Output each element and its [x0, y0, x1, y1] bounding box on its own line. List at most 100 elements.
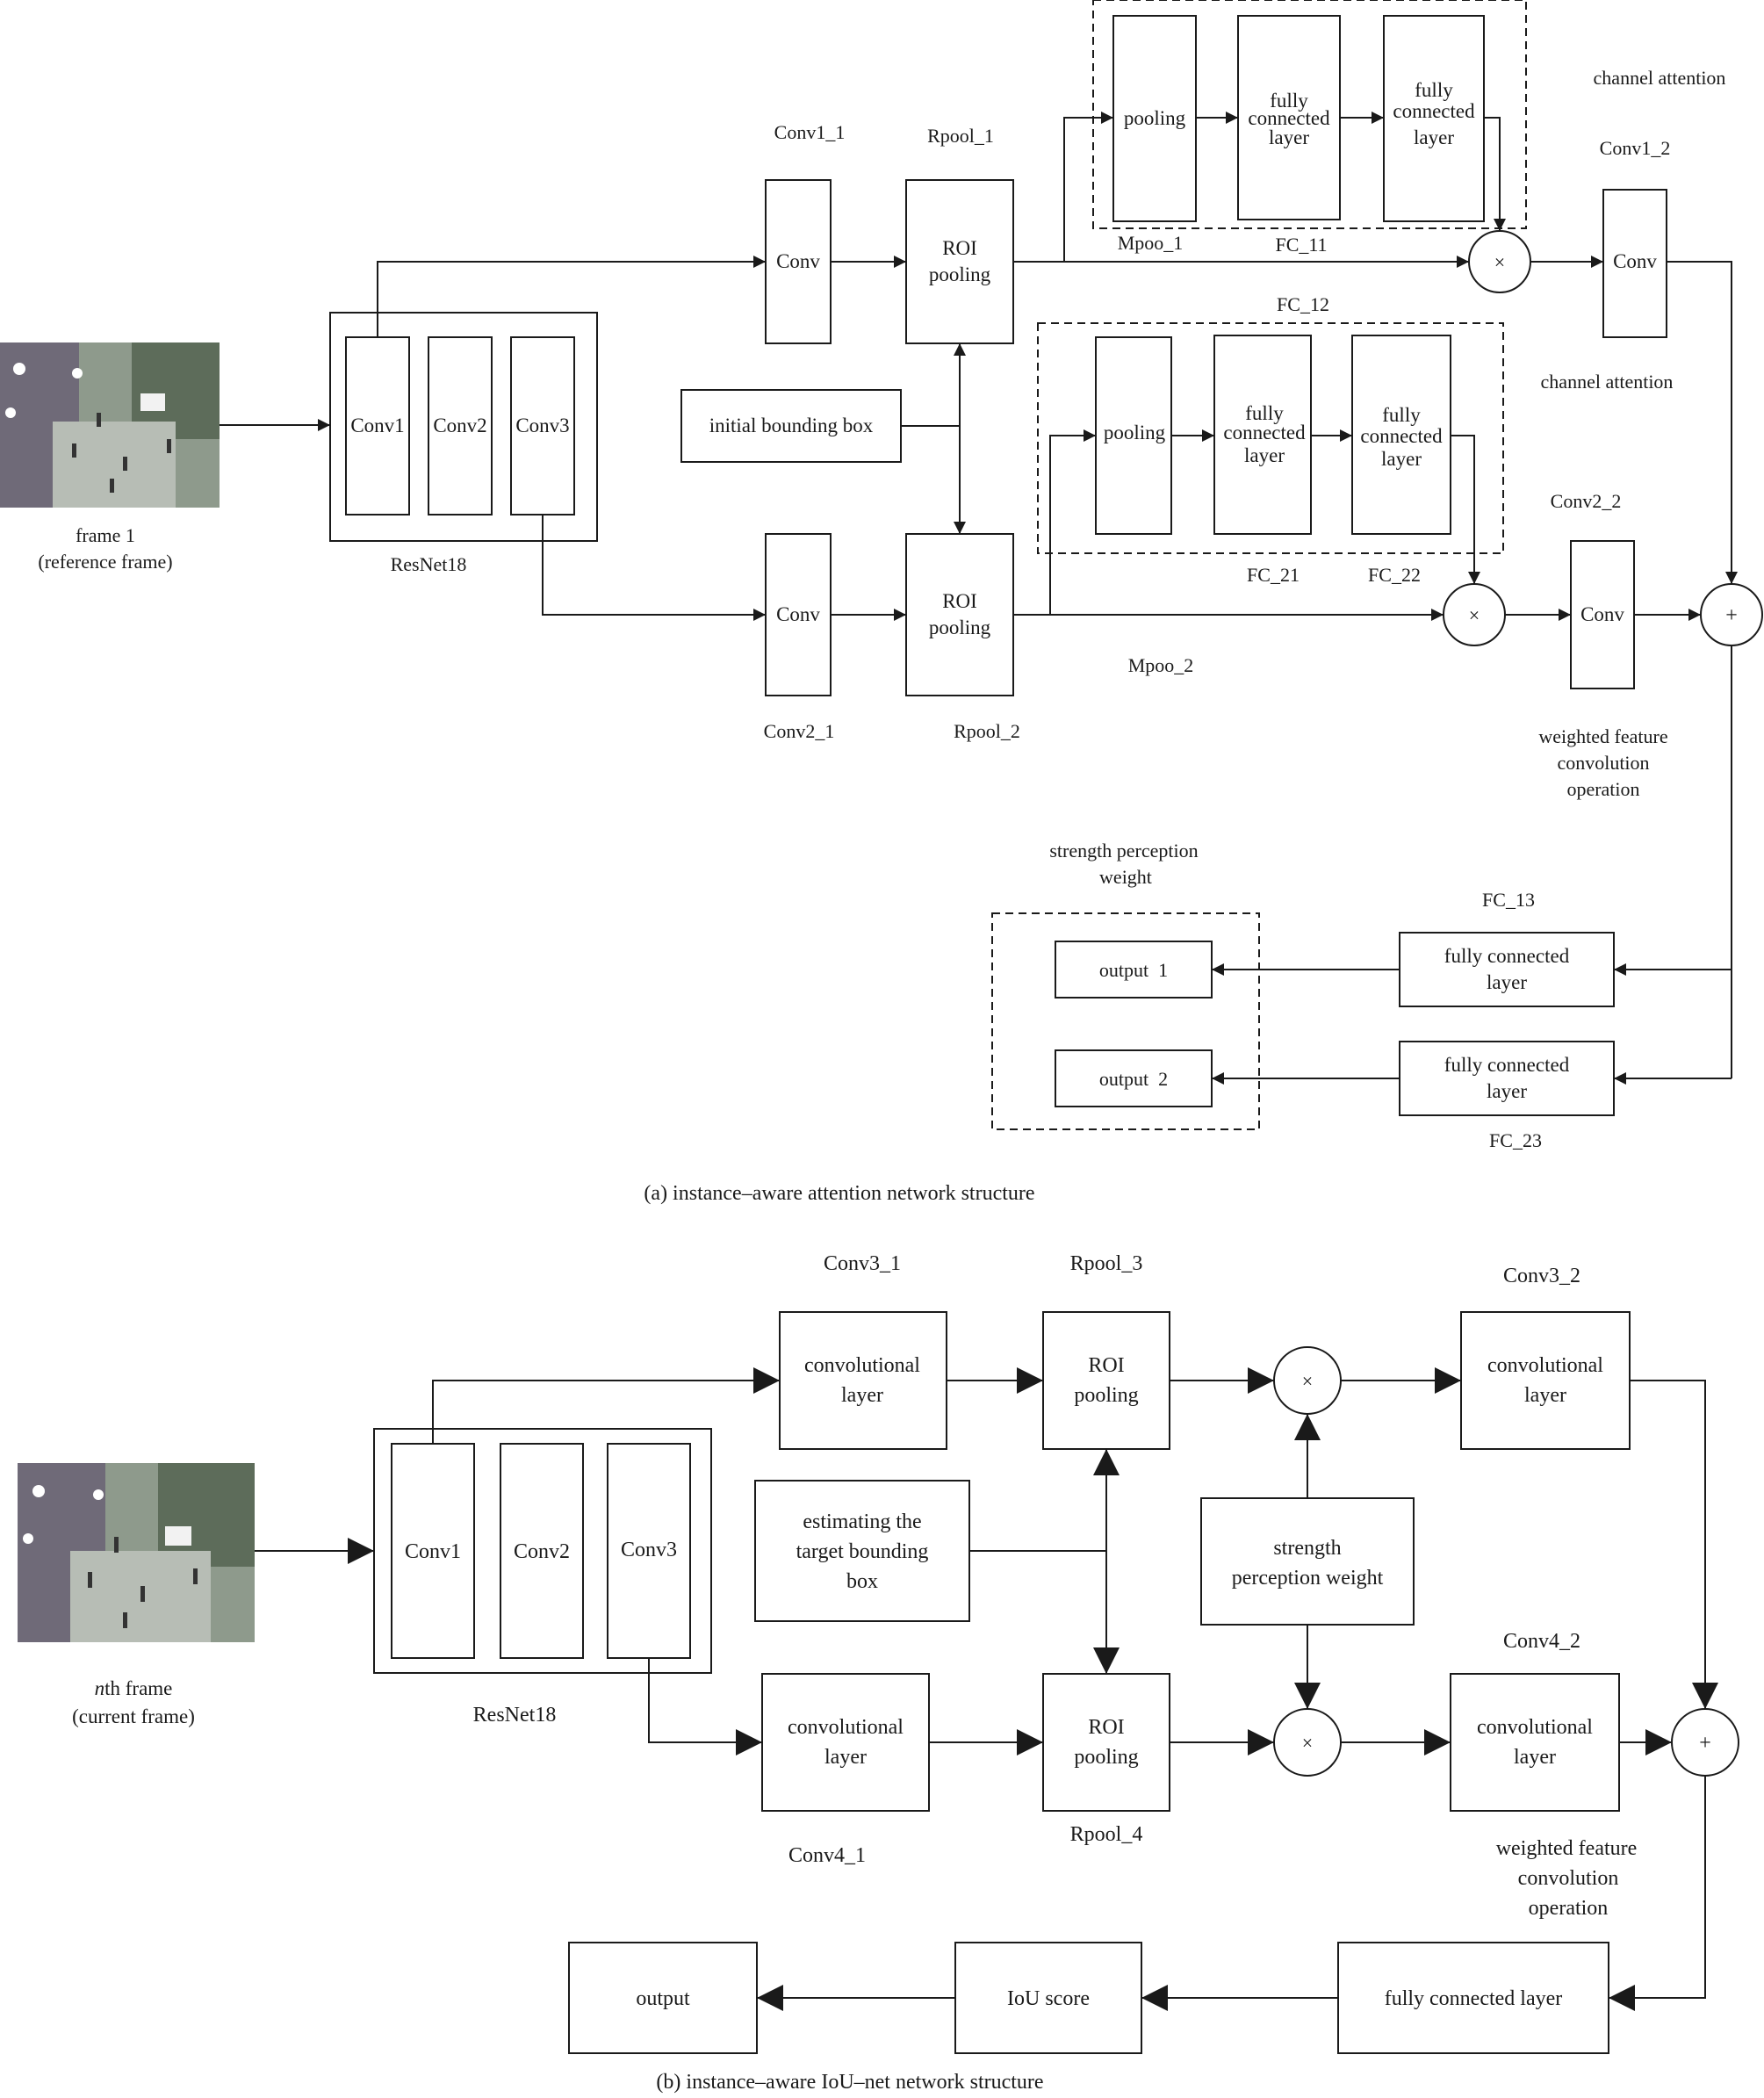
output-label: output — [636, 1987, 690, 2010]
conv1-1-box — [765, 179, 832, 344]
channel-attention-1-caption: channel attention — [1594, 67, 1726, 89]
nth-frame-rest: th frame — [104, 1677, 172, 1699]
strength-perception-weight-box — [1200, 1497, 1415, 1626]
part-a-caption: (a) instance–aware attention network str… — [644, 1182, 1034, 1205]
rpool-4-box — [1042, 1673, 1170, 1812]
fc-22-line1: fully — [1382, 404, 1421, 426]
part-a-connectors — [220, 112, 1738, 1085]
resnet18-label: ResNet18 — [391, 553, 467, 575]
resnet-conv3-block — [607, 1443, 691, 1659]
conv2-1-text: Conv — [776, 603, 820, 625]
mpool-2-box — [1095, 336, 1172, 535]
fc-11-line1: fully — [1270, 90, 1308, 112]
nth-frame-label-line1: nth frame — [95, 1677, 173, 1699]
rpool-1-line1: ROI — [942, 237, 977, 259]
conv3-1-line2: layer — [841, 1384, 883, 1407]
fc-23-box — [1399, 1041, 1615, 1116]
part-b-diagram: nth frame (current frame) Conv1 Conv2 Co… — [18, 1252, 1739, 2094]
fc-21-line2: connected — [1223, 422, 1306, 443]
rpool-3-line2: pooling — [1074, 1384, 1138, 1407]
street-scene-photo-icon — [18, 1463, 255, 1642]
fc-12-line1: fully — [1415, 79, 1453, 101]
fc-11-line3: layer — [1269, 126, 1309, 148]
strength-weight-output-group — [991, 912, 1260, 1130]
conv4-1-label: Conv4_1 — [788, 1844, 866, 1867]
fc-12-line2: connected — [1393, 100, 1475, 122]
iou-score-label: IoU score — [1007, 1987, 1090, 2010]
conv3-1-label: Conv3_1 — [824, 1252, 901, 1275]
fc-21-label: FC_21 — [1247, 564, 1300, 586]
rpool-1-label: Rpool_1 — [927, 125, 994, 147]
multiply-icon-glyph: × — [1494, 251, 1505, 273]
part-b-caption: (b) instance–aware IoU–net network struc… — [656, 2071, 1043, 2094]
add-icon-glyph: + — [1699, 1732, 1711, 1755]
mpool-2-text: pooling — [1104, 422, 1166, 443]
rpool-4-line2: pooling — [1074, 1746, 1138, 1769]
rpool-3-box — [1042, 1311, 1170, 1450]
conv2-1-label: Conv2_1 — [764, 720, 835, 742]
resnet-conv1-block — [391, 1443, 475, 1659]
part-a-diagram: frame 1 (reference frame) Conv1 Conv2 Co… — [0, 0, 1763, 1205]
resnet-conv1-label: Conv1 — [350, 415, 404, 436]
output-box — [568, 1942, 758, 2054]
fc-22-line3: layer — [1381, 448, 1422, 470]
rpool-1-line2: pooling — [929, 263, 991, 285]
output-2-box — [1055, 1049, 1213, 1107]
fc-12-label: FC_12 — [1277, 293, 1329, 315]
conv3-1-line1: convolutional — [804, 1354, 920, 1377]
fc-13-label: FC_13 — [1482, 889, 1535, 911]
rpool-2-box — [905, 533, 1014, 696]
channel-attention-group-2 — [1037, 322, 1504, 554]
rpool-4-label: Rpool_4 — [1070, 1823, 1143, 1846]
part-b-connectors — [255, 1367, 1718, 2011]
weighted-feature-note-line2: convolution — [1557, 752, 1649, 774]
resnet-conv2-label: Conv2 — [433, 415, 486, 436]
weighted-feature-note-line2: convolution — [1518, 1867, 1619, 1890]
conv4-2-label: Conv4_2 — [1503, 1630, 1580, 1653]
resnet-conv3-label: Conv3 — [515, 415, 569, 436]
output-1-box — [1055, 941, 1213, 999]
conv4-2-box — [1450, 1673, 1620, 1812]
conv2-2-text: Conv — [1580, 603, 1624, 625]
channel-attention-2-caption: channel attention — [1541, 371, 1674, 393]
weighted-feature-note-line3: operation — [1566, 778, 1639, 800]
fc-21-line3: layer — [1244, 444, 1285, 466]
mpool-1-label: Mpoo_1 — [1118, 232, 1184, 254]
strength-perception-note-line1: strength perception — [1049, 840, 1198, 862]
weighted-feature-note-line1: weighted feature — [1538, 725, 1667, 747]
add-icon-glyph: + — [1725, 604, 1738, 627]
conv4-1-line2: layer — [824, 1746, 867, 1769]
rpool-1-box — [905, 179, 1014, 344]
conv3-2-line1: convolutional — [1487, 1354, 1603, 1377]
nth-frame-label-line2: (current frame) — [72, 1705, 195, 1727]
street-scene-photo-icon — [0, 342, 220, 508]
conv1-2-box — [1602, 189, 1667, 338]
rpool-4-line1: ROI — [1088, 1716, 1124, 1739]
fc-22-box — [1351, 335, 1451, 535]
nth-frame-n: n — [95, 1677, 105, 1699]
conv2-2-label: Conv2_2 — [1551, 490, 1622, 512]
fc-13-box — [1399, 932, 1615, 1007]
fc-22-line2: connected — [1360, 425, 1443, 447]
weighted-feature-note-line1: weighted feature — [1496, 1837, 1638, 1860]
initial-bounding-box-label: initial bounding box — [709, 415, 874, 436]
strength-perception-note-line2: weight — [1099, 866, 1152, 888]
rpool-2-line1: ROI — [942, 590, 977, 612]
estimating-target-box-line3: box — [846, 1570, 878, 1593]
resnet-conv1-label: Conv1 — [405, 1540, 461, 1563]
resnet-conv2-block — [500, 1443, 584, 1659]
input-frame-label-line1: frame 1 — [76, 524, 135, 546]
fc-11-box — [1237, 15, 1341, 220]
input-frame-label-line2: (reference frame) — [38, 551, 172, 573]
estimating-target-box-line1: estimating the — [803, 1510, 921, 1533]
strength-perception-line1: strength — [1273, 1537, 1341, 1560]
strength-perception-line2: perception weight — [1232, 1567, 1384, 1590]
rpool-3-label: Rpool_3 — [1070, 1252, 1143, 1275]
multiply-icon-glyph: × — [1302, 1732, 1313, 1754]
initial-bounding-box — [680, 389, 902, 463]
resnet-conv1-block — [345, 336, 410, 515]
fc-23-line2: layer — [1487, 1080, 1527, 1102]
conv3-2-line2: layer — [1524, 1384, 1566, 1407]
channel-attention-group-1 — [1092, 0, 1527, 229]
